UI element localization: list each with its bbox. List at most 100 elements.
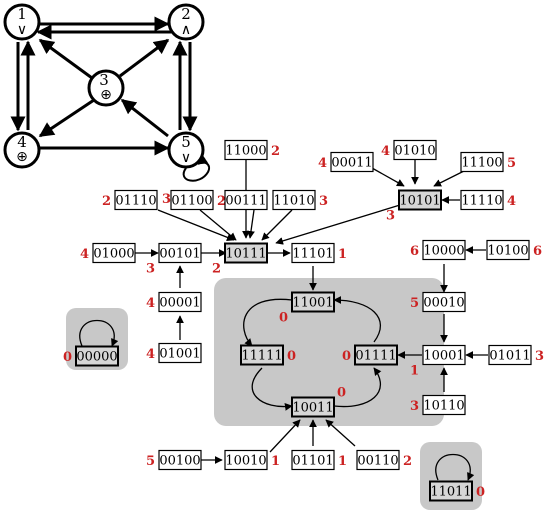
state-node-01010: 01010 4	[381, 139, 437, 161]
state-label: 01101	[292, 454, 333, 469]
state-box	[460, 151, 504, 173]
node-op: ∨	[181, 150, 191, 166]
state-label: 00101	[159, 247, 200, 262]
state-label: 10011	[292, 401, 333, 416]
state-01110-right-label: 3	[162, 192, 171, 207]
state-node-01001: 01001 4	[146, 342, 202, 364]
state-box	[224, 139, 268, 161]
state-box	[422, 344, 466, 366]
state-box	[158, 342, 202, 364]
state-node-11001: 11001 0	[279, 291, 335, 326]
state-label: 10100	[487, 244, 528, 259]
state-box	[291, 396, 335, 418]
state-box	[330, 151, 374, 173]
network-node-1: 1 ∨	[3, 3, 41, 41]
state-number: 1	[338, 454, 347, 469]
state-box	[291, 242, 335, 264]
state-number: 0	[342, 349, 351, 364]
boolean-network: 1 ∨ 2 ∧ 3 ⊕ 4 ⊕ 5 ∨	[3, 3, 210, 182]
state-label: 01010	[394, 144, 435, 159]
state-node-01111: 01111 0	[342, 344, 398, 366]
node-id: 2	[181, 5, 191, 23]
state-label: 00011	[331, 156, 372, 171]
state-box	[291, 449, 335, 471]
state-number: 2	[403, 454, 412, 469]
state-label: 11101	[292, 247, 333, 262]
state-label: 11010	[273, 194, 314, 209]
state-number: 1	[338, 247, 347, 262]
state-label: 00010	[423, 296, 464, 311]
state-box	[158, 242, 202, 264]
node-id: 3	[99, 71, 109, 89]
state-label: 10010	[225, 454, 266, 469]
state-box	[488, 344, 532, 366]
state-label: 01000	[93, 247, 134, 262]
state-label: 11100	[461, 156, 502, 171]
state-box	[158, 449, 202, 471]
state-label: 00000	[76, 350, 117, 365]
state-number: 4	[318, 156, 327, 171]
state-label: 10000	[423, 244, 464, 259]
state-number: 6	[533, 244, 542, 259]
state-number: 3	[386, 209, 395, 224]
state-node-00011: 00011 4	[318, 151, 374, 173]
state-label: 10001	[423, 349, 464, 364]
node-id: 5	[181, 133, 191, 151]
state-number: 2	[271, 144, 280, 159]
state-number: 0	[337, 386, 346, 401]
state-box	[422, 291, 466, 313]
state-box	[429, 480, 473, 502]
state-box	[75, 345, 119, 367]
network-node-5: 5 ∨	[167, 131, 205, 169]
state-node-01100: 01100 2	[170, 189, 226, 211]
state-node-01101: 01101 1	[291, 449, 347, 471]
state-label: 00100	[159, 454, 200, 469]
state-box	[170, 189, 214, 211]
attractor-region-main	[214, 278, 444, 426]
state-number: 0	[287, 349, 296, 364]
state-label: 01100	[171, 194, 212, 209]
state-number: 0	[279, 311, 288, 326]
state-label: 00110	[357, 454, 398, 469]
state-number: 4	[146, 347, 155, 362]
state-label: 10111	[225, 247, 266, 262]
state-number: 2	[217, 194, 226, 209]
state-number: 3	[410, 399, 419, 414]
node-op: ⊕	[100, 87, 112, 103]
state-number: 5	[146, 454, 155, 469]
state-node-00110: 00110 2	[356, 449, 412, 471]
state-box	[398, 189, 442, 211]
state-label: 11001	[292, 296, 333, 311]
state-label: 01110	[115, 194, 156, 209]
state-box	[356, 449, 400, 471]
state-node-11000: 11000 2	[224, 139, 280, 161]
state-label: 11110	[461, 194, 502, 209]
state-label: 00001	[159, 296, 200, 311]
state-label: 11000	[225, 144, 266, 159]
state-box	[291, 291, 335, 313]
state-box	[460, 189, 504, 211]
state-number: 4	[381, 144, 390, 159]
state-box	[158, 291, 202, 313]
state-label: 11011	[430, 485, 471, 500]
state-label: 10101	[399, 194, 440, 209]
state-label: 01111	[355, 349, 396, 364]
state-box	[422, 394, 466, 416]
network-node-2: 2 ∧	[167, 3, 205, 41]
state-node-10100: 10100 6	[486, 239, 542, 261]
node-id: 4	[17, 133, 27, 151]
node-op: ∧	[181, 22, 191, 38]
state-number: 3	[535, 349, 544, 364]
state-label: 01001	[159, 347, 200, 362]
